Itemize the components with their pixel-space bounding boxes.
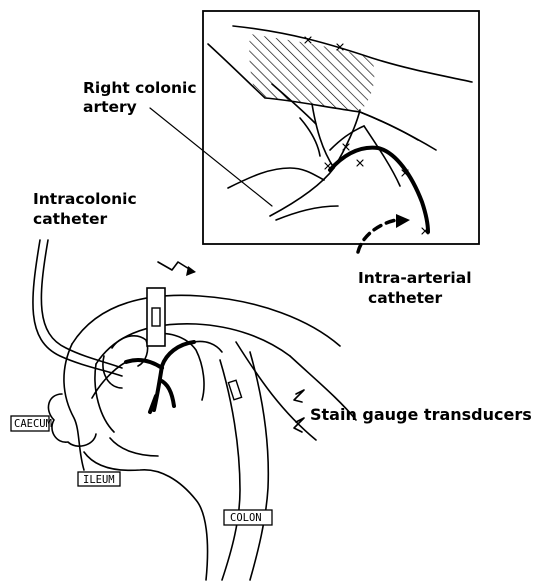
label-transducers: Stain gauge transducers	[310, 405, 532, 424]
label-right-colonic-artery-1: Right colonic	[83, 79, 197, 97]
label-right-colonic-artery-2: artery	[83, 98, 137, 116]
label-colon: COLON	[230, 512, 262, 524]
catheter-entry-arrowhead	[396, 214, 410, 228]
colon-box: COLON	[224, 510, 272, 525]
ileum-box: ILEUM	[78, 472, 120, 486]
inset-intra-arterial-catheter	[330, 148, 428, 232]
colon-anatomy	[33, 240, 356, 580]
label-intracolonic-1: Intracolonic	[33, 190, 137, 208]
transducer-top	[147, 288, 165, 346]
hatched-mesentery	[249, 34, 374, 112]
caecum-box: CAECUM	[11, 416, 52, 431]
right-colonic-artery-leader	[150, 108, 272, 206]
label-ileum: ILEUM	[83, 474, 115, 486]
catheter-entry-dashed	[358, 220, 396, 252]
label-intracolonic-2: catheter	[33, 210, 108, 228]
transducer-symbol-upper	[294, 390, 304, 402]
label-intra-arterial-1: Intra-arterial	[358, 269, 472, 287]
label-caecum: CAECUM	[14, 418, 52, 430]
inset-magnified-view	[150, 11, 479, 244]
label-intra-arterial-2: catheter	[368, 289, 443, 307]
